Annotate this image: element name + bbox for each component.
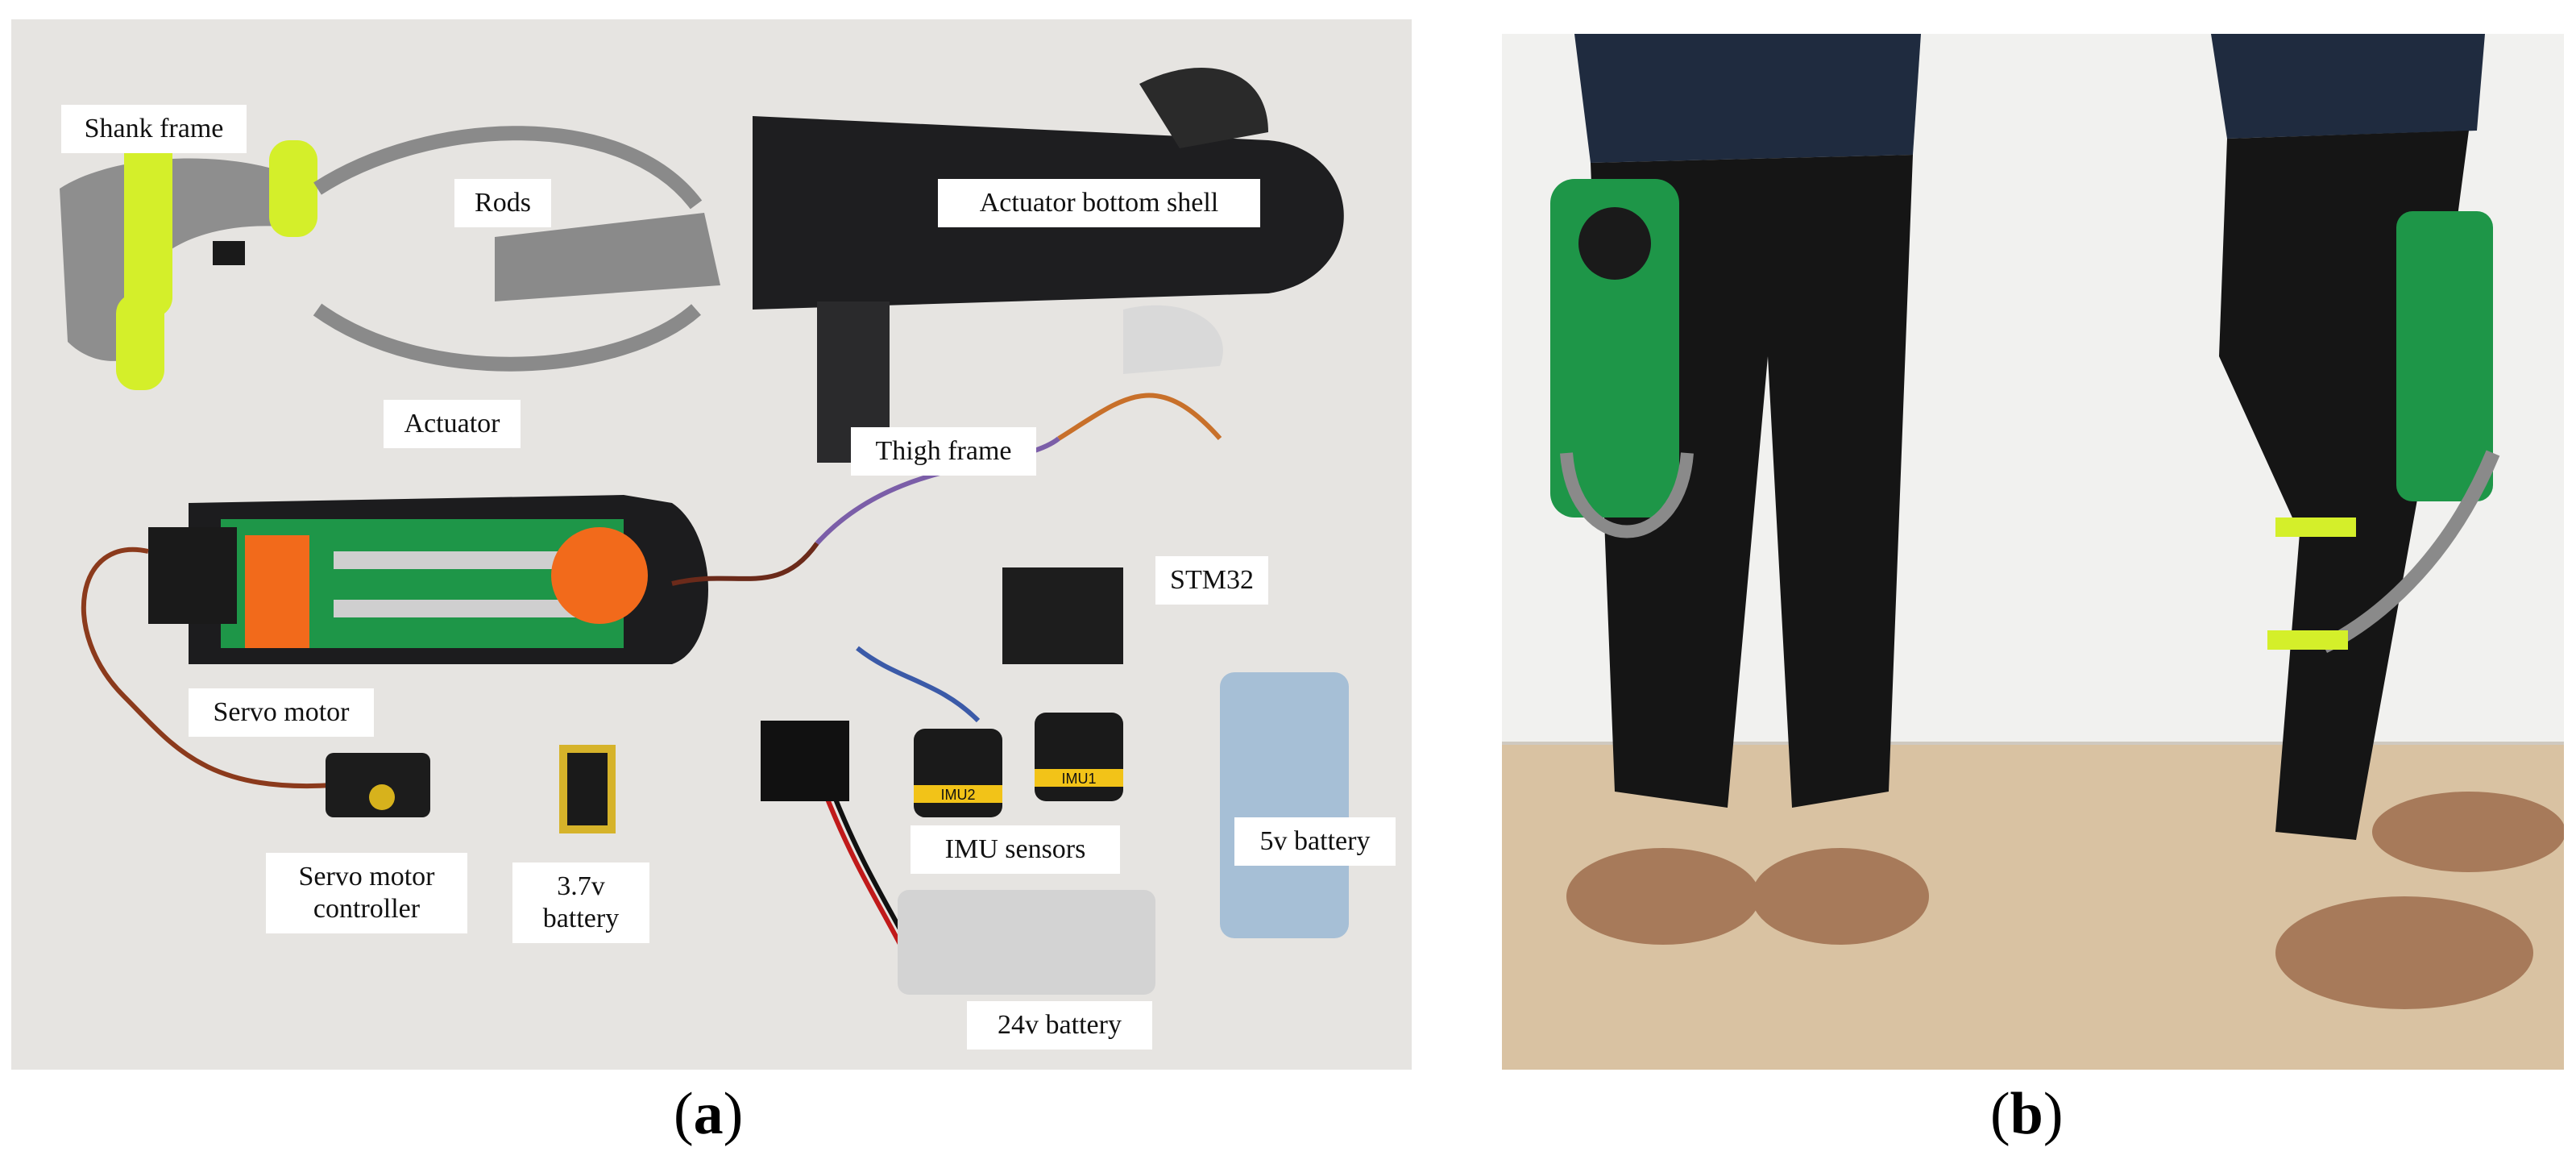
callout-battery-3v7-line1: 3.7v	[557, 871, 605, 901]
wearable-exoskeleton-photo	[1502, 34, 2564, 1070]
panel-a-label-letter: a	[693, 1081, 724, 1147]
battery-5v-pack	[1220, 672, 1349, 938]
callout-battery-5v: 5v battery	[1234, 817, 1396, 866]
panel-a-photo: IMU2 IMU1 Shank frame Rods Actuator bott…	[11, 19, 1412, 1070]
panel-b-photo	[1502, 34, 2564, 1070]
imu2-module	[914, 729, 1002, 817]
front-view-person	[1550, 34, 1929, 945]
callout-servo-motor-controller-line2: controller	[313, 894, 421, 924]
panel-b-label: (b)	[1990, 1082, 2063, 1146]
panel-a-label-close: )	[723, 1081, 744, 1147]
rods-part	[313, 126, 703, 372]
callout-actuator: Actuator	[384, 400, 521, 448]
callout-servo-motor-controller-line1: Servo motor	[298, 862, 435, 892]
callout-battery-24v: 24v battery	[967, 1001, 1152, 1050]
shank-frame-part	[60, 132, 317, 390]
panel-b-label-letter: b	[2010, 1081, 2043, 1147]
callout-actuator-bottom-shell: Actuator bottom shell	[938, 179, 1260, 227]
imu2-text: IMU2	[940, 787, 975, 803]
callout-battery-3v7: 3.7v battery	[512, 862, 649, 943]
callout-servo-motor-controller: Servo motor controller	[266, 853, 467, 933]
hardware-components-photo: IMU2 IMU1	[11, 19, 1412, 1070]
driver-board	[761, 721, 849, 801]
panel-b-label-close: )	[2043, 1081, 2064, 1147]
stm32-board	[1002, 567, 1123, 664]
side-view-person	[2211, 34, 2564, 1009]
battery-24v-pack	[898, 890, 1155, 995]
imu1-text: IMU1	[1061, 771, 1096, 787]
panel-a-label-open: (	[674, 1081, 694, 1147]
imu1-module	[1035, 713, 1123, 801]
callout-rods: Rods	[454, 179, 551, 227]
callout-battery-3v7-line2: battery	[542, 904, 620, 933]
callout-servo-motor: Servo motor	[189, 688, 374, 737]
panel-b-label-open: (	[1990, 1081, 2010, 1147]
callout-stm32: STM32	[1155, 556, 1268, 605]
panel-a-label: (a)	[674, 1082, 743, 1146]
actuator-part	[148, 495, 708, 664]
callout-shank-frame: Shank frame	[61, 105, 247, 153]
callout-imu-sensors: IMU sensors	[911, 825, 1120, 874]
callout-thigh-frame: Thigh frame	[851, 427, 1036, 476]
